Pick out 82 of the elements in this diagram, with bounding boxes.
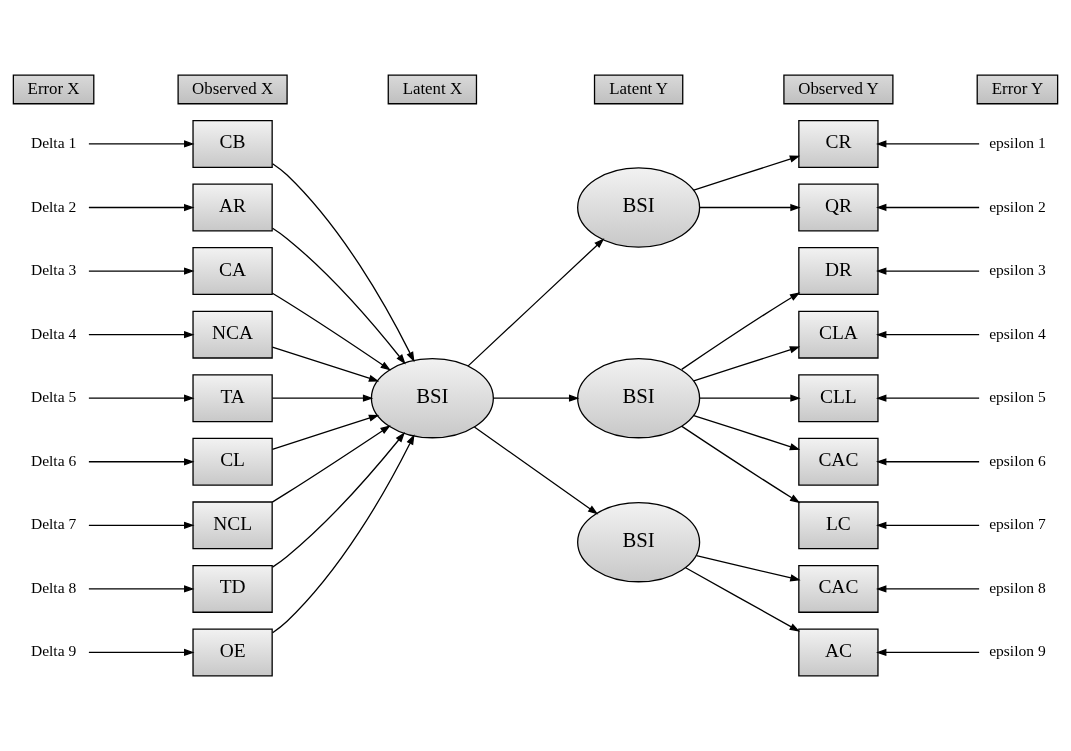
node-box: Error Y bbox=[976, 74, 1059, 105]
node-text: epsilon 5 bbox=[989, 388, 1046, 406]
arrow bbox=[876, 267, 980, 275]
arrow bbox=[685, 567, 800, 632]
node-box: Error X bbox=[12, 74, 95, 105]
arrow bbox=[88, 521, 195, 529]
node-box: DR bbox=[798, 247, 879, 296]
node-box: LC bbox=[798, 501, 879, 550]
arrow bbox=[876, 585, 980, 593]
arrow bbox=[876, 458, 980, 466]
node-text: epsilon 3 bbox=[989, 261, 1046, 279]
arrow bbox=[88, 203, 195, 212]
arrow bbox=[88, 648, 195, 657]
node-text: Delta 3 bbox=[30, 261, 77, 279]
arrow bbox=[699, 203, 801, 212]
node-text: epsilon 2 bbox=[989, 197, 1046, 215]
arrow bbox=[271, 292, 391, 371]
node-box: CLA bbox=[798, 310, 879, 359]
node-text: epsilon 9 bbox=[989, 642, 1046, 660]
arrow bbox=[699, 394, 801, 402]
node-box: CAC bbox=[798, 564, 879, 613]
node-box: TD bbox=[192, 564, 273, 613]
arrow bbox=[681, 425, 801, 504]
arrow bbox=[876, 521, 980, 529]
node-box: Latent Y bbox=[593, 74, 684, 105]
arrow bbox=[876, 648, 980, 657]
arrow bbox=[876, 140, 980, 148]
node-text: epsilon 7 bbox=[989, 515, 1046, 533]
arrow bbox=[272, 434, 415, 634]
arrow bbox=[493, 394, 580, 402]
node-box: Observed X bbox=[177, 74, 288, 105]
node-box: CAC bbox=[798, 437, 879, 486]
node-text: Delta 1 bbox=[30, 133, 77, 151]
node-text: Delta 8 bbox=[30, 578, 77, 596]
node-box: CA bbox=[192, 247, 273, 296]
arrow bbox=[693, 155, 801, 191]
arrow bbox=[467, 238, 605, 367]
arrow bbox=[88, 458, 195, 466]
arrow bbox=[271, 425, 391, 503]
node-text: epsilon 6 bbox=[989, 451, 1046, 469]
node-box: TA bbox=[192, 374, 273, 423]
arrow bbox=[693, 414, 801, 451]
arrow bbox=[88, 267, 195, 275]
arrow bbox=[271, 394, 374, 402]
arrow bbox=[271, 227, 406, 365]
arrow bbox=[271, 414, 380, 450]
arrow bbox=[272, 163, 415, 363]
node-box: CL bbox=[192, 437, 273, 486]
node-box: CB bbox=[192, 119, 273, 168]
node-text: Delta 5 bbox=[30, 388, 77, 406]
node-box: AC bbox=[798, 628, 879, 677]
arrow bbox=[876, 331, 980, 339]
arrow bbox=[695, 554, 801, 582]
arrow bbox=[88, 331, 195, 339]
arrow bbox=[271, 346, 380, 382]
node-text: epsilon 1 bbox=[989, 133, 1046, 151]
arrow bbox=[473, 426, 599, 515]
node-text: Delta 7 bbox=[30, 515, 77, 533]
arrow bbox=[876, 203, 980, 212]
node-box: NCA bbox=[192, 310, 273, 359]
node-text: Delta 9 bbox=[30, 642, 77, 660]
node-text: Delta 6 bbox=[30, 451, 77, 469]
node-text: Delta 4 bbox=[30, 324, 77, 342]
node-box: OE bbox=[192, 628, 273, 677]
node-box: CLL bbox=[798, 374, 879, 423]
node-text: epsilon 8 bbox=[989, 578, 1046, 596]
node-box: Observed Y bbox=[783, 74, 894, 105]
node-box: CR bbox=[798, 119, 879, 168]
node-box: AR bbox=[192, 183, 273, 232]
node-ellipse: BSI bbox=[577, 358, 701, 439]
node-box: NCL bbox=[192, 501, 273, 550]
arrow bbox=[88, 394, 195, 402]
node-box: Latent X bbox=[387, 74, 478, 105]
arrow bbox=[876, 394, 980, 402]
arrow bbox=[88, 585, 195, 593]
arrow bbox=[271, 432, 406, 568]
arrow bbox=[88, 140, 195, 148]
node-text: Delta 2 bbox=[30, 197, 77, 215]
node-box: QR bbox=[798, 183, 879, 232]
node-text: epsilon 4 bbox=[989, 324, 1046, 342]
arrow bbox=[681, 292, 801, 371]
arrow bbox=[693, 346, 801, 382]
